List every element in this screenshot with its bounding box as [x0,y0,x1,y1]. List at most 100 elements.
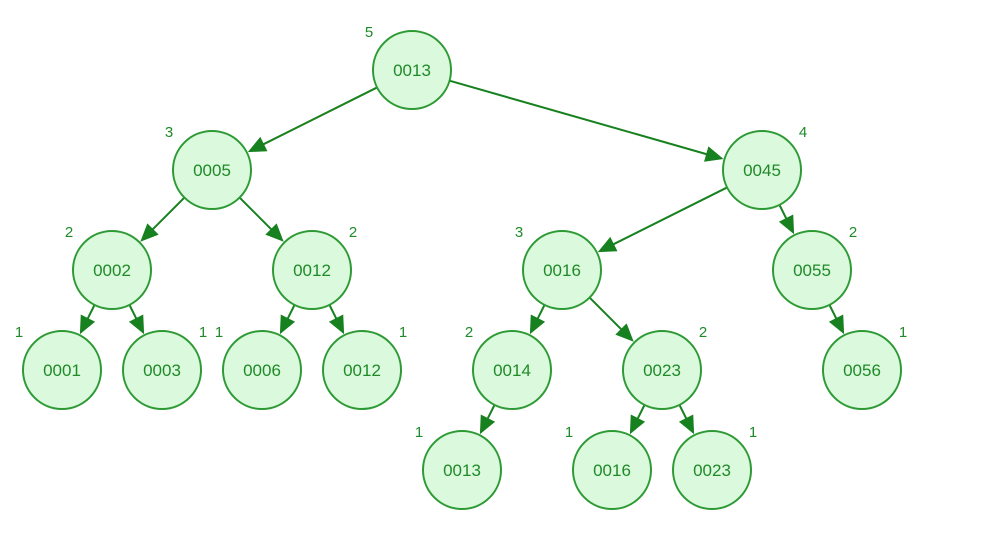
edge-line [86,304,96,321]
node-key-label: 0016 [543,261,581,280]
node-circle [722,130,802,210]
node-height-label: 3 [515,224,523,241]
tree-edge [529,304,546,335]
edge-line [636,404,646,421]
node-key-label: 0012 [293,261,331,280]
tree-edge [128,304,145,335]
node-height-label: 1 [899,324,907,341]
node-height-label: 1 [399,324,407,341]
tree-node: 0023 2 [622,324,707,410]
edge-line [150,196,186,232]
arrowhead-icon [704,146,724,162]
node-circle [372,30,452,110]
arrowhead-icon [828,314,845,335]
tree-node: 0023 1 [672,424,757,510]
tree-edge [629,404,646,435]
tree-edge [328,304,345,335]
node-circle [172,130,252,210]
node-key-label: 0014 [493,361,531,380]
node-circle [322,330,402,410]
arrowhead-icon [247,136,268,153]
edge-line [828,304,838,321]
node-circle [422,430,502,510]
tree-edge [828,304,845,335]
node-circle [572,430,652,510]
node-key-label: 0023 [643,361,681,380]
edges-layer [79,79,845,435]
node-circle [772,230,852,310]
edge-line [128,304,138,321]
tree-edge [247,86,378,153]
edge-line [678,404,688,421]
tree-node: 0016 1 [565,424,652,510]
arrowhead-icon [328,314,345,335]
node-circle [822,330,902,410]
node-key-label: 0023 [693,461,731,480]
tree-edge [778,204,795,235]
node-height-label: 2 [465,324,473,341]
node-height-label: 2 [849,224,857,241]
node-key-label: 0056 [843,361,881,380]
tree-node: 0055 2 [772,224,857,310]
node-key-label: 0006 [243,361,281,380]
tree-node: 0013 5 [365,24,452,110]
node-key-label: 0055 [793,261,831,280]
node-height-label: 1 [749,424,757,441]
tree-node: 0013 1 [415,424,502,510]
tree-edge [279,304,296,335]
edge-line [238,196,274,232]
node-height-label: 2 [349,224,357,241]
arrowhead-icon [279,314,296,335]
node-height-label: 5 [365,24,373,41]
arrowhead-icon [597,236,618,253]
edge-line [328,304,338,321]
tree-node: 0056 1 [822,324,907,410]
edge-line [449,79,709,156]
node-circle [622,330,702,410]
tree-node: 0016 3 [515,224,602,310]
node-circle [72,230,152,310]
edge-line [588,296,624,332]
arrowhead-icon [140,223,159,242]
edge-line [286,304,296,321]
node-height-label: 2 [699,324,707,341]
node-circle [672,430,752,510]
node-key-label: 0013 [443,461,481,480]
node-height-label: 1 [215,324,223,341]
node-circle [472,330,552,410]
edge-line [536,304,546,321]
arrowhead-icon [629,414,646,435]
node-height-label: 1 [565,424,573,441]
node-key-label: 0003 [143,361,181,380]
node-circle [122,330,202,410]
node-height-label: 3 [165,124,173,141]
arrowhead-icon [128,314,145,335]
node-circle [22,330,102,410]
node-circle [522,230,602,310]
edge-line [778,204,788,221]
tree-node: 0014 2 [465,324,552,410]
node-circle [222,330,302,410]
tree-edge [238,196,284,242]
tree-edge [588,296,634,342]
tree-edge [678,404,695,435]
arrowhead-icon [79,314,96,335]
arrowhead-icon [479,414,496,435]
tree-edge [479,404,496,435]
edge-line [486,404,496,421]
tree-edge [79,304,96,335]
tree-node: 0012 2 [272,224,357,310]
node-height-label: 2 [65,224,73,241]
node-key-label: 0016 [593,461,631,480]
node-key-label: 0013 [393,61,431,80]
arrowhead-icon [778,214,795,235]
tree-edge [449,79,724,162]
node-height-label: 1 [415,424,423,441]
